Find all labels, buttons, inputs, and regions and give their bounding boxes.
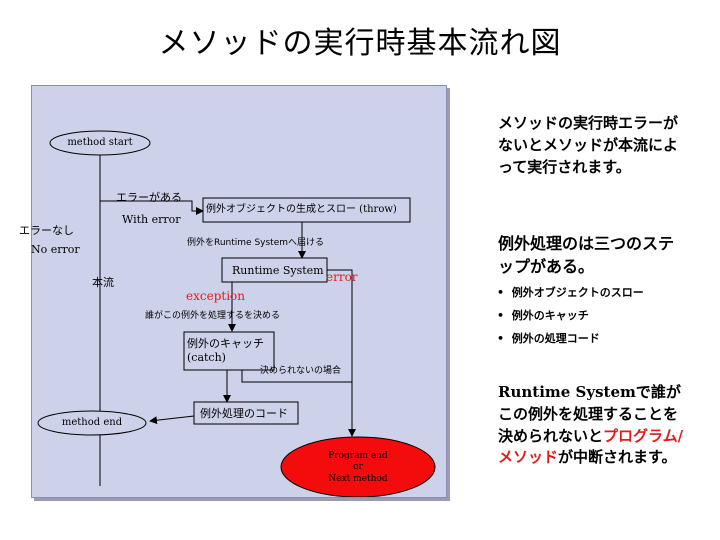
catch-box [183,331,275,371]
method-end-node [37,410,147,436]
undecided-line [241,370,352,383]
flow-diagram: method start エラーがある With error エラーなし No … [19,85,447,498]
side-paragraph-runtime-tail: が中断されます。 [558,448,677,467]
method-end-label: method end [61,417,123,428]
exception-label: exception [186,289,245,303]
program-end-label-3: Next method [328,474,388,484]
main-flow-label: 本流 [92,276,114,289]
error-branch-line [100,200,204,215]
side-paragraph-three-steps: 例外処理のは三つのステップがある。 [498,234,675,277]
handler-to-end-line [149,415,195,425]
throw-box-label: 例外オブジェクトの生成とスロー (throw) [206,204,397,215]
undecided-label: 決められないの場合 [260,366,342,376]
decide-handler-label: 誰がこの例外を処理するを決める [145,311,281,321]
bullet-marker: • [497,286,505,299]
exception-steps-list: • 例外オブジェクトのスロー • 例外のキャッチ • 例外の処理コード [497,284,644,353]
bullet-text: 例外のキャッチ [511,309,589,322]
handler-code-label: 例外処理のコード [200,407,288,420]
side-paragraph-main-flow: メソッドの実行時エラーがないとメソッドが本流によって実行されます。 [498,114,679,176]
bullet-marker: • [497,309,505,322]
list-item: • 例外オブジェクトのスロー [497,284,644,307]
list-item: • 例外のキャッチ [497,307,644,330]
no-error-en-label: No error [31,243,80,256]
with-error-label: With error [122,213,181,226]
method-start-label: method start [67,137,133,148]
bullet-text: 例外オブジェクトのスロー [511,286,644,299]
side-paragraph-runtime: Runtime Systemで誰がこの例外を処理することを決められないとプログラ… [498,382,688,469]
no-error-jp-label: エラーなし [19,224,74,237]
error-exists-label: エラーがある [116,191,182,204]
runtime-system-label: Runtime System [232,264,324,277]
side-paragraph-runtime-highlight: プログラム/メソッド [498,426,684,467]
diagram-connectors [37,130,436,497]
program-end-label-2: or [353,462,363,472]
pass-to-runtime-label: 例外をRuntime Systemへ届ける [187,238,325,248]
bullet-marker: • [497,332,505,345]
handler-code-box [193,401,299,425]
error-label: error [326,270,358,284]
catch-box-label-1: 例外のキャッチ [187,337,264,350]
page-title: メソッドの実行時基本流れ図 [158,26,562,61]
bullet-text: 例外の処理コード [511,332,600,345]
program-end-node [280,436,436,497]
throw-box [202,197,411,223]
side-paragraph-runtime-text: Runtime Systemで誰がこの例外を処理することを決められないと [498,383,681,445]
list-item: • 例外の処理コード [497,330,644,353]
catch-box-label-2: (catch) [187,351,226,364]
program-end-label-1: Program end [328,451,388,461]
error-line [327,269,356,437]
